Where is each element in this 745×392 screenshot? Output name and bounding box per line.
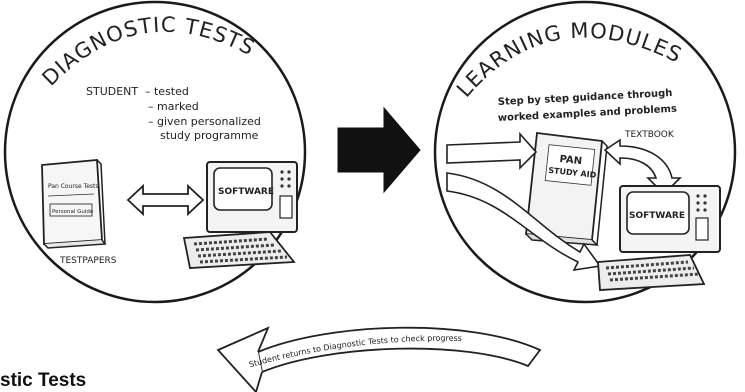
pan-study-aid-book: PAN STUDY AID [525, 131, 608, 246]
diagnostic-title: DIAGNOSTIC TESTS [37, 13, 259, 91]
section-heading: stic Tests [0, 370, 87, 391]
testpapers-booklet: Pan Course Tests Personal Guide [41, 159, 107, 249]
forward-arrow [337, 106, 421, 194]
testpapers-label: TESTPAPERS [59, 256, 117, 266]
return-arrow: Student returns to Diagnostic Tests to c… [216, 326, 542, 392]
computer-monitor: SOFTWARE [206, 161, 298, 233]
booklet-software-double-arrow [126, 183, 205, 217]
step-personalized: – given personalized [148, 115, 261, 128]
booklet-subtitle: Personal Guide [52, 209, 94, 215]
step-marked: – marked [148, 100, 199, 113]
guidance-line-2: worked examples and problems [498, 104, 678, 124]
learning-keyboard [597, 254, 706, 291]
learning-circle [433, 0, 737, 304]
incoming-arrow-to-keyboard [446, 172, 602, 272]
incoming-arrow-to-book [446, 131, 538, 170]
software-screen-label: SOFTWARE [218, 187, 274, 197]
textbook-label: TEXTBOOK [624, 130, 675, 140]
learning-computer-monitor: SOFTWARE [619, 185, 721, 253]
diagnostic-tests-panel: DIAGNOSTIC TESTS STUDENT – tested – mark… [3, 0, 307, 304]
keyboard [182, 231, 296, 269]
learning-modules-panel: LEARNING MODULES Step by step guidance t… [433, 0, 737, 304]
book-title-pan: PAN [559, 154, 583, 167]
step-programme: study programme [160, 129, 259, 142]
diagnostic-circle [3, 0, 307, 304]
learning-software-screen-label: SOFTWARE [629, 211, 685, 221]
booklet-title: Pan Course Tests [48, 183, 99, 190]
student-label: STUDENT [86, 85, 138, 98]
step-tested: – tested [145, 85, 189, 98]
